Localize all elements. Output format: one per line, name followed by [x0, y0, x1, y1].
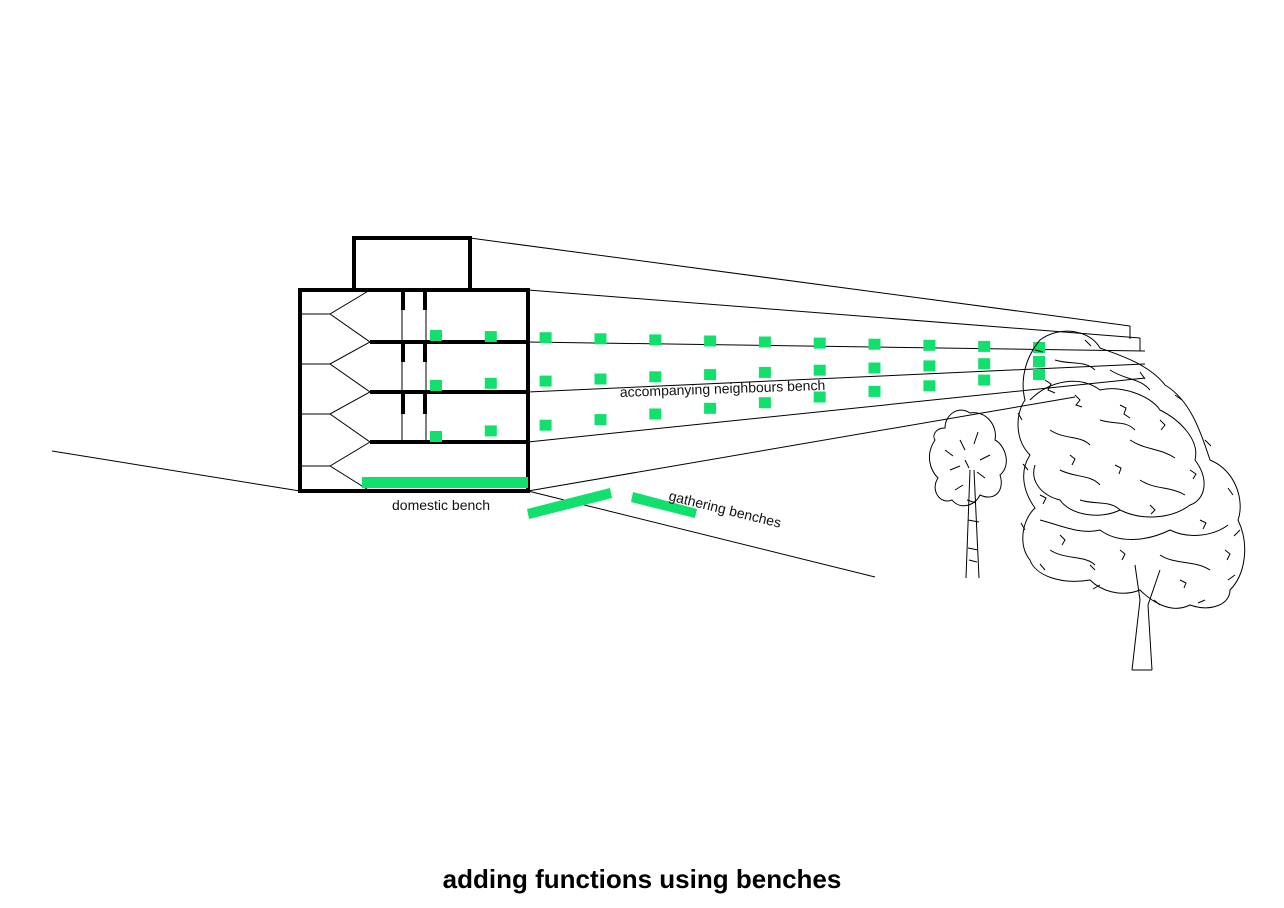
neighbours-bench-square: [1033, 356, 1045, 367]
roof-attic: [352, 236, 472, 290]
neighbours-bench-square: [430, 431, 442, 442]
neighbours-bench-square: [923, 360, 936, 372]
birch-tree: [928, 409, 1007, 579]
neighbours-bench-square: [813, 337, 826, 349]
neighbours-bench-square: [594, 414, 607, 426]
neighbours-bench-square: [484, 425, 497, 437]
perspective-lines: [469, 237, 1146, 492]
neighbours-bench-square: [484, 377, 497, 389]
building-section: [298, 236, 530, 493]
neighbours-bench-label: accompanying neighbours bench: [620, 377, 826, 400]
ground-line: [51, 450, 876, 578]
neighbours-bench-square: [868, 362, 881, 374]
neighbours-bench-square: [868, 338, 881, 350]
neighbours-bench-square: [1033, 369, 1045, 380]
neighbours-bench-square: [649, 371, 662, 383]
neighbours-bench-square: [430, 380, 442, 391]
neighbours-bench-square: [758, 336, 771, 348]
neighbours-bench-square: [539, 332, 552, 344]
neighbours-bench-square: [649, 334, 662, 346]
gathering-bench: [527, 488, 612, 519]
neighbours-bench-square: [539, 419, 552, 431]
diagram-title: adding functions using benches: [442, 864, 842, 894]
neighbours-bench-square: [978, 374, 991, 386]
domestic-bench-label: domestic bench: [392, 497, 490, 513]
neighbours-bench-dots: [430, 330, 1045, 442]
neighbours-bench-square: [813, 391, 826, 403]
neighbours-bench-square: [923, 380, 936, 392]
benches: [362, 477, 697, 519]
neighbours-bench-square: [704, 335, 717, 347]
gathering-bench: [631, 492, 697, 518]
neighbours-bench-square: [813, 364, 826, 376]
neighbours-bench-square: [704, 369, 717, 381]
neighbours-bench-square: [704, 402, 717, 414]
neighbours-bench-square: [484, 331, 497, 343]
neighbours-bench-square: [430, 330, 442, 341]
domestic-bench: [362, 477, 528, 488]
neighbours-bench-square: [758, 397, 771, 409]
neighbours-bench-square: [594, 333, 607, 345]
neighbours-bench-square: [923, 339, 936, 351]
oak-tree: [1017, 330, 1246, 671]
neighbours-bench-square: [978, 340, 991, 352]
neighbours-bench-square: [649, 408, 662, 420]
neighbours-bench-square: [758, 366, 771, 378]
neighbours-bench-square: [868, 385, 881, 397]
staircase: [300, 289, 371, 492]
neighbours-bench-square: [594, 373, 607, 385]
oak-trunk: [1131, 564, 1161, 671]
neighbours-bench-square: [539, 375, 552, 387]
neighbours-bench-square: [1033, 342, 1045, 353]
neighbours-bench-square: [978, 358, 991, 370]
